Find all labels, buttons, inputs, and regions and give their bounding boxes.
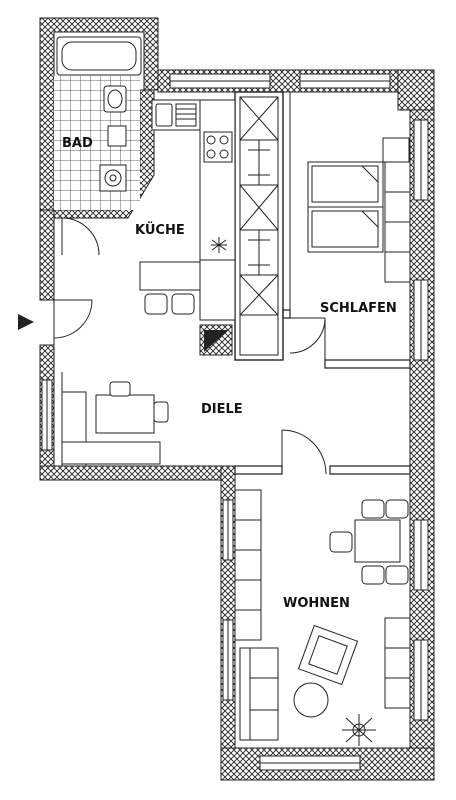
washbasin bbox=[103, 85, 127, 113]
coffee-table bbox=[293, 682, 329, 718]
room-label-kueche: KÜCHE bbox=[135, 222, 185, 238]
wall-schlafen-bottom bbox=[282, 309, 411, 369]
windows bbox=[41, 73, 429, 771]
hallway bbox=[61, 381, 169, 467]
bedroom-door bbox=[289, 317, 326, 360]
toilet bbox=[107, 125, 127, 147]
living-shelf-left bbox=[234, 489, 262, 641]
wall-wohnen-top bbox=[234, 465, 411, 475]
wall-diele-bottom bbox=[39, 465, 236, 481]
star-icon bbox=[211, 237, 227, 253]
kitchen bbox=[139, 99, 236, 352]
entrance-arrow-icon bbox=[18, 314, 34, 330]
plant-icon bbox=[342, 714, 376, 746]
living-door bbox=[281, 429, 327, 475]
hall-table bbox=[95, 394, 155, 434]
bath-door bbox=[61, 217, 100, 256]
hall-chair-right bbox=[153, 401, 169, 423]
armchair bbox=[297, 624, 359, 686]
bedroom bbox=[307, 137, 411, 283]
dining-table-living bbox=[354, 519, 401, 563]
hall-sideboard bbox=[61, 441, 161, 465]
living-chair-4 bbox=[385, 565, 409, 585]
living-chair-3 bbox=[361, 565, 385, 585]
living-chair-5 bbox=[329, 531, 353, 553]
bathroom bbox=[54, 36, 142, 210]
hall-chair-top bbox=[109, 381, 131, 397]
bathtub bbox=[56, 36, 142, 76]
room-label-diele: DIELE bbox=[201, 402, 243, 417]
nightstand-1 bbox=[382, 137, 410, 163]
wall-left-upper bbox=[39, 209, 55, 301]
room-label-bad: BAD bbox=[62, 136, 93, 151]
kitchen-chair-1 bbox=[144, 293, 168, 315]
sofa bbox=[239, 647, 279, 741]
washing-machine bbox=[99, 164, 127, 192]
wardrobe-column bbox=[239, 96, 279, 356]
entrance-door bbox=[53, 299, 93, 339]
dining-table-kitchen bbox=[139, 261, 201, 291]
room-label-wohnen: WOHNEN bbox=[283, 596, 350, 611]
living-chair-1 bbox=[361, 499, 385, 519]
living-room bbox=[234, 489, 411, 746]
living-chair-2 bbox=[385, 499, 409, 519]
cabinet-right bbox=[384, 617, 411, 709]
wall-top-right-corner bbox=[397, 69, 435, 111]
room-label-schlafen: SCHLAFEN bbox=[320, 301, 397, 316]
kitchen-chair-2 bbox=[171, 293, 195, 315]
